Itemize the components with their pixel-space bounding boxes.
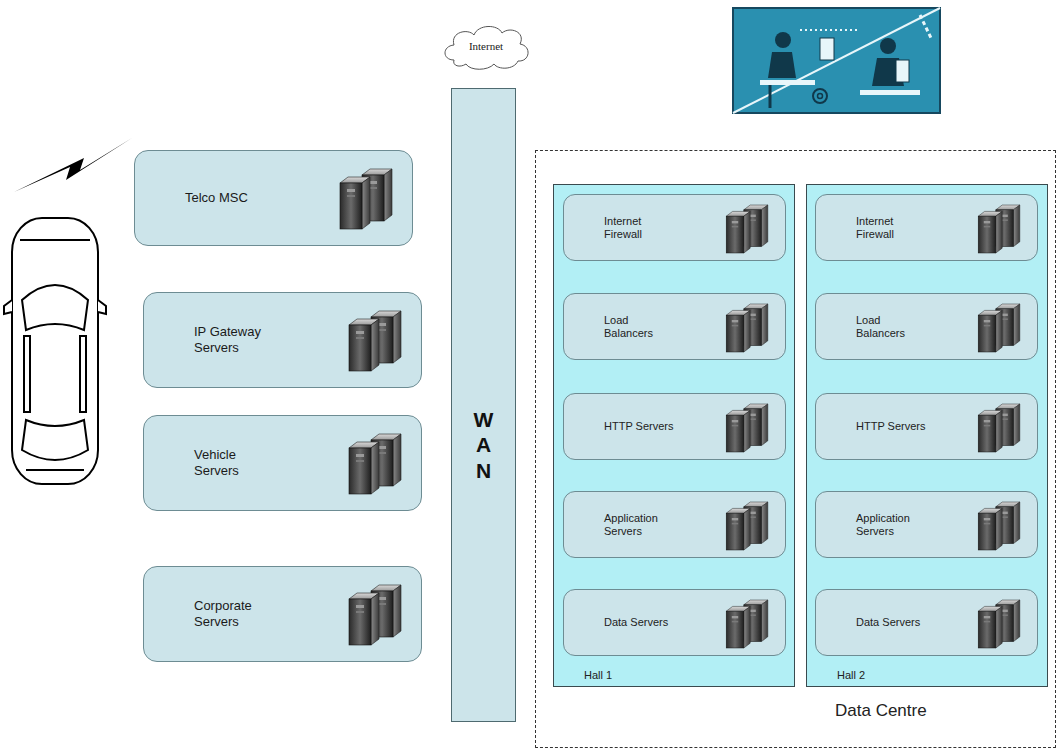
server-box: Internet Firewall — [815, 194, 1038, 261]
server-icon — [975, 598, 1023, 650]
server-box: Vehicle Servers — [143, 415, 422, 511]
node-label: IP Gateway Servers — [194, 324, 266, 356]
node-label: Internet — [469, 40, 503, 53]
node-label: Application Servers — [604, 512, 676, 538]
lightning-bolt — [14, 138, 132, 192]
node-label: Application Servers — [856, 512, 928, 538]
server-icon — [723, 500, 771, 552]
node-label: HTTP Servers — [856, 420, 928, 433]
server-icon — [723, 598, 771, 650]
wan-bar: WAN — [451, 88, 516, 722]
server-box: Telco MSC — [134, 150, 413, 246]
server-icon — [723, 302, 771, 354]
hall-label: Hall 2 — [837, 669, 865, 682]
server-icon — [975, 500, 1023, 552]
wan-label: WAN — [473, 407, 494, 483]
server-icon — [975, 203, 1023, 255]
node-label: Data Servers — [604, 616, 676, 629]
hall-panel: Hall 2 Internet FirewallLoad BalancersHTT… — [806, 184, 1048, 687]
internet-cloud: Internet — [440, 20, 532, 72]
server-box: Application Servers — [563, 491, 786, 558]
node-label: Internet Firewall — [856, 215, 928, 241]
server-icon — [336, 167, 396, 231]
server-icon — [345, 432, 405, 496]
server-box: HTTP Servers — [815, 393, 1038, 460]
server-box: Load Balancers — [815, 293, 1038, 360]
node-label: HTTP Servers — [604, 420, 676, 433]
server-icon — [975, 402, 1023, 454]
hall-panel: Hall 1 Internet FirewallLoad BalancersHTT… — [553, 184, 795, 687]
node-label: Data Servers — [856, 616, 928, 629]
node-label: Load Balancers — [856, 314, 928, 340]
car — [4, 218, 106, 484]
server-box: Corporate Servers — [143, 566, 422, 662]
server-icon — [345, 309, 405, 373]
server-box: Data Servers — [563, 589, 786, 656]
node-label: Load Balancers — [604, 314, 676, 340]
hall-label: Hall 1 — [584, 669, 612, 682]
node-label: Internet Firewall — [604, 215, 676, 241]
server-box: Application Servers — [815, 491, 1038, 558]
region-label: Data Centre — [835, 701, 927, 721]
server-box: Internet Firewall — [563, 194, 786, 261]
server-box: HTTP Servers — [563, 393, 786, 460]
server-icon — [723, 203, 771, 255]
server-box: Data Servers — [815, 589, 1038, 656]
users-illustration — [733, 8, 940, 113]
server-icon — [975, 302, 1023, 354]
server-box: Load Balancers — [563, 293, 786, 360]
node-label: Vehicle Servers — [194, 447, 266, 479]
server-icon — [345, 583, 405, 647]
server-box: IP Gateway Servers — [143, 292, 422, 388]
data-centre-region: Data Centre Hall 1 Internet FirewallLoad B… — [535, 150, 1056, 748]
node-label: Corporate Servers — [194, 598, 266, 630]
server-icon — [723, 402, 771, 454]
node-label: Telco MSC — [185, 190, 257, 206]
